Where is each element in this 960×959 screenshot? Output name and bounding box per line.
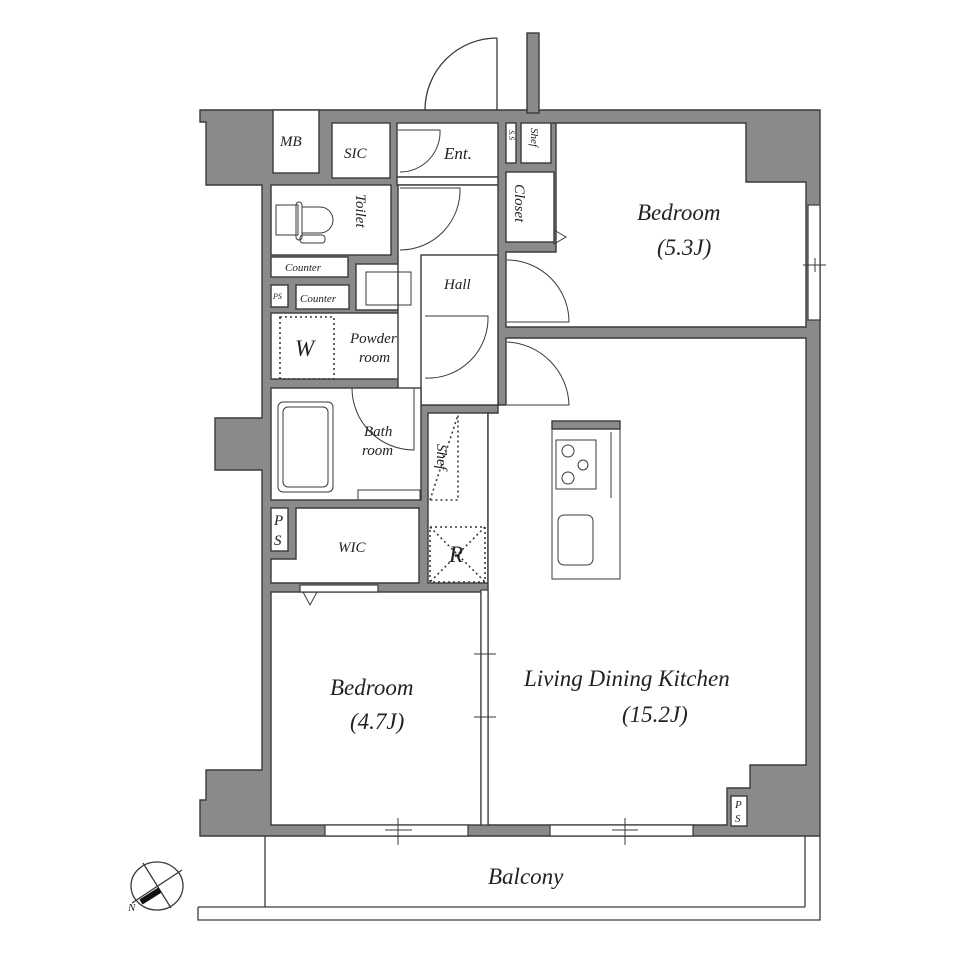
label-bath-1: Bath [364,424,392,440]
label-entrance: Ent. [443,144,472,163]
fixtures [197,32,826,921]
label-shelf-top: Shef [528,128,540,149]
label-ldk: Living Dining Kitchen [523,666,730,691]
label-counter-1: Counter [285,262,322,274]
label-powder-1: Powder [349,331,397,347]
label-ss-top: S.S [507,130,516,140]
north-label: N [127,902,136,914]
label-bath-2: room [362,443,393,459]
label-ldk-size: (15.2J) [622,702,688,727]
label-balcony: Balcony [488,864,564,889]
label-counter-2: Counter [300,293,337,305]
room-labels: MB SIC Ent. S.S Shef Closet Toilet Count… [272,128,742,889]
label-ps-wic-1: P [273,513,283,529]
label-hall: Hall [443,277,471,293]
label-powder-2: room [359,350,390,366]
label-fridge: R [448,542,463,567]
label-toilet: Toilet [352,194,368,228]
label-ps-small: PS [272,292,282,301]
label-bedroom-sw: Bedroom [330,675,413,700]
label-washer: W [295,336,316,361]
label-bedroom-ne-size: (5.3J) [657,235,711,260]
room-interiors [270,109,807,826]
label-closet: Closet [511,184,527,223]
kitchen-island [551,420,621,580]
label-ps-ldk-2: S [735,813,741,825]
toilet-icon [275,201,334,244]
compass-icon: N [127,861,184,914]
label-bedroom-ne: Bedroom [637,200,720,225]
label-ps-wic-2: S [274,533,282,549]
label-shelf-mid: Shef [433,444,449,472]
label-mb: MB [279,134,302,150]
label-ps-ldk-1: P [734,799,742,811]
bathtub-icon [277,401,334,493]
label-bedroom-sw-size: (4.7J) [350,709,404,734]
label-sic: SIC [344,146,367,162]
label-wic: WIC [338,540,366,556]
